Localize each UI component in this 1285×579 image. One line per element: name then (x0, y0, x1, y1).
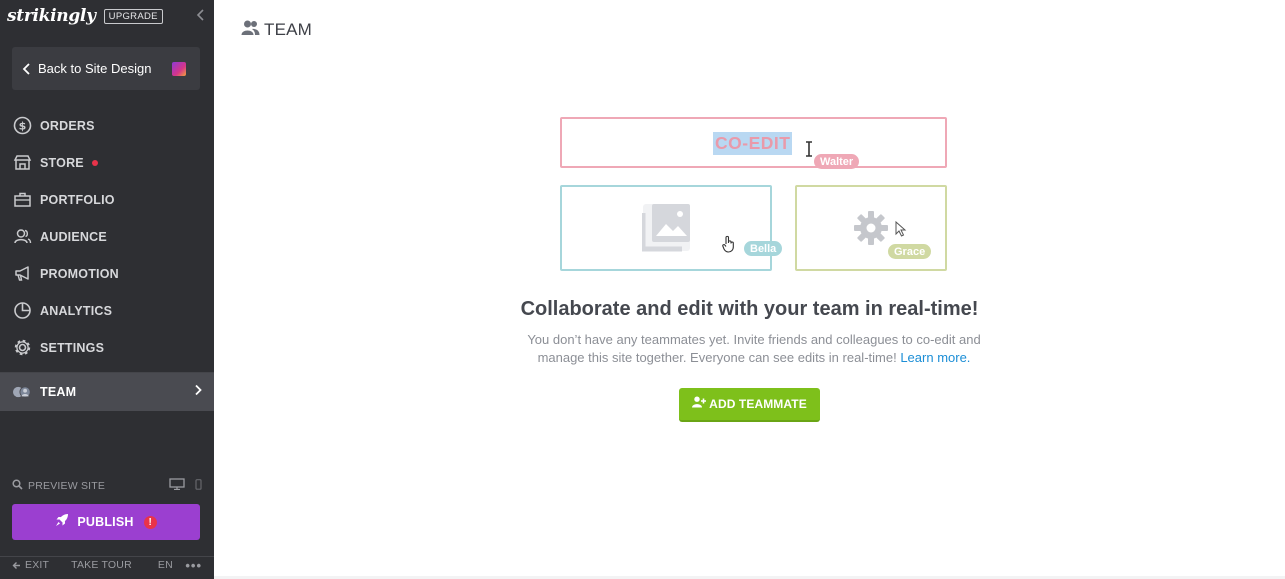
collaborator-tag-grace: Grace (888, 244, 932, 259)
sidebar-item-audience[interactable]: AUDIENCE (0, 218, 214, 255)
publish-label: PUBLISH (77, 515, 134, 529)
preview-row: PREVIEW SITE (12, 478, 202, 494)
sidebar: strikingly UPGRADE Back to Site Design $… (0, 0, 214, 579)
sidebar-divider (0, 372, 214, 373)
people-icon (13, 227, 32, 246)
sidebar-item-portfolio[interactable]: PORTFOLIO (0, 181, 214, 218)
team-icon (241, 19, 260, 41)
pie-chart-icon (13, 301, 32, 320)
empty-state-headline: Collaborate and edit with your team in r… (520, 298, 979, 320)
sidebar-item-label: SETTINGS (40, 340, 105, 355)
chevron-right-icon (194, 383, 202, 401)
strikingly-logo[interactable]: strikingly (7, 6, 96, 26)
sidebar-footer: EXIT TAKE TOUR EN ••• (12, 557, 202, 573)
upgrade-button[interactable]: UPGRADE (103, 8, 163, 24)
main-panel: TEAM CO-EDIT Walter Bella (214, 0, 1285, 579)
sidebar-item-label: PROMOTION (40, 266, 119, 281)
sidebar-item-label: ANALYTICS (40, 303, 113, 318)
chevron-left-icon (22, 62, 32, 76)
back-to-site-design-label: Back to Site Design (38, 61, 152, 76)
dollar-circle-icon: $ (13, 116, 32, 135)
megaphone-icon (13, 264, 32, 283)
store-notification-dot (91, 159, 98, 166)
image-icon (640, 203, 692, 258)
sidebar-nav: $ ORDERS STORE PORTFOLIO (0, 107, 214, 411)
sidebar-item-team[interactable]: TEAM (0, 373, 214, 411)
team-avatars-icon (13, 383, 32, 402)
mobile-icon[interactable] (195, 478, 202, 493)
coedit-text-block: CO-EDIT (560, 117, 947, 168)
sidebar-item-store[interactable]: STORE (0, 144, 214, 181)
page-title-text: TEAM (264, 20, 313, 39)
preview-site-link[interactable]: PREVIEW SITE (28, 480, 106, 492)
bottom-strip (214, 576, 1285, 579)
page-title: TEAM (241, 19, 312, 41)
briefcase-icon (13, 190, 32, 209)
text-cursor-icon (805, 141, 813, 162)
search-icon (12, 479, 23, 493)
desktop-icon[interactable] (169, 478, 185, 493)
sidebar-item-label: STORE (40, 155, 84, 170)
svg-text:$: $ (19, 119, 27, 132)
image-block (560, 185, 772, 271)
collapse-sidebar-icon[interactable] (194, 7, 208, 23)
add-teammate-button[interactable]: ADD TEAMMATE (679, 388, 820, 422)
brand-row: strikingly UPGRADE (7, 6, 208, 26)
publish-button[interactable]: PUBLISH ! (12, 504, 200, 540)
language-selector[interactable]: EN (157, 559, 173, 571)
sidebar-item-label: PORTFOLIO (40, 192, 115, 207)
coedit-selected-text: CO-EDIT (713, 132, 793, 155)
exit-button[interactable]: EXIT (12, 559, 49, 571)
collaborator-tag-bella: Bella (744, 241, 783, 256)
rocket-icon (55, 513, 69, 532)
settings-block (795, 185, 947, 271)
gear-icon (13, 338, 32, 357)
sidebar-item-label: AUDIENCE (40, 229, 107, 244)
more-options-button[interactable]: ••• (185, 557, 202, 573)
sidebar-item-analytics[interactable]: ANALYTICS (0, 292, 214, 329)
sidebar-item-label: TEAM (40, 385, 77, 399)
add-user-icon (692, 395, 707, 413)
add-teammate-label: ADD TEAMMATE (709, 397, 807, 411)
coedit-illustration: CO-EDIT Walter Bella (560, 117, 947, 273)
empty-state-description: You don’t have any teammates yet. Invite… (504, 331, 1004, 367)
sidebar-item-promotion[interactable]: PROMOTION (0, 255, 214, 292)
arrow-left-icon (12, 561, 20, 569)
publish-alert-badge: ! (143, 515, 157, 529)
sidebar-item-orders[interactable]: $ ORDERS (0, 107, 214, 144)
back-to-site-design-button[interactable]: Back to Site Design (12, 47, 200, 90)
take-tour-link[interactable]: TAKE TOUR (71, 559, 132, 571)
store-icon (13, 153, 32, 172)
learn-more-link[interactable]: Learn more. (900, 350, 971, 365)
sidebar-item-label: ORDERS (40, 118, 95, 133)
device-toggles (169, 478, 202, 493)
description-text: You don’t have any teammates yet. Invite… (527, 332, 981, 365)
sidebar-item-settings[interactable]: SETTINGS (0, 329, 214, 366)
gear-icon (853, 210, 889, 251)
arrow-cursor-icon (895, 220, 907, 242)
exit-label: EXIT (25, 559, 50, 571)
site-thumbnail (172, 62, 186, 76)
footer-divider (0, 556, 214, 557)
collaborator-tag-walter: Walter (814, 154, 860, 169)
hand-pointer-icon (722, 235, 736, 258)
